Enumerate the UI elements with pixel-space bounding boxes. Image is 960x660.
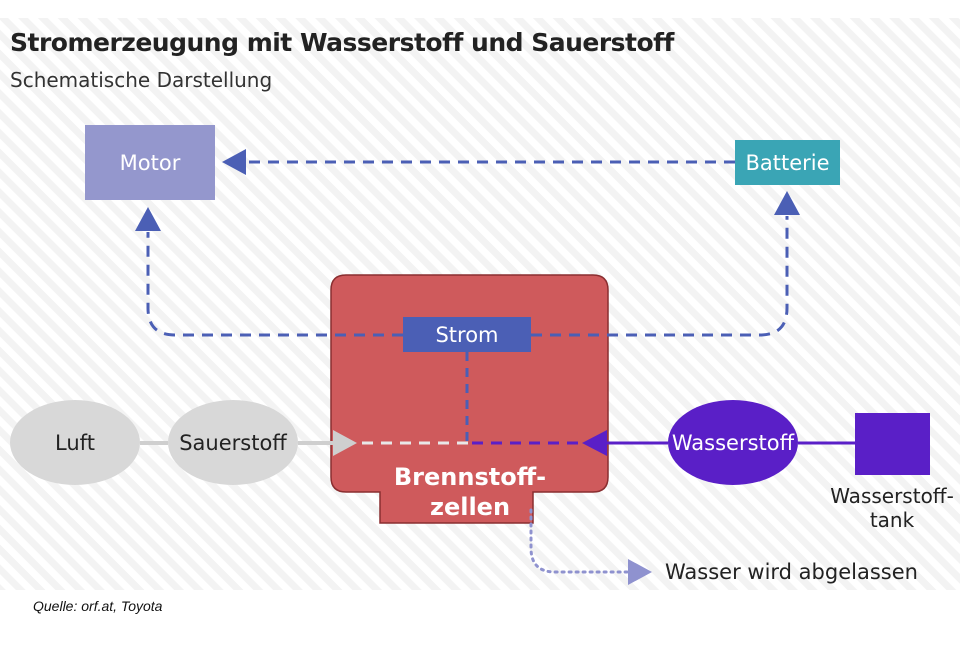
hydrogen-arrowhead xyxy=(582,430,607,456)
strom-to-battery-line xyxy=(531,216,789,337)
page-subtitle: Schematische Darstellung xyxy=(10,68,273,92)
arrowhead-up-motor xyxy=(135,207,161,231)
air-node: Luft xyxy=(10,400,140,485)
strom-to-motor-line xyxy=(146,232,403,337)
water-arrowhead xyxy=(628,559,652,585)
arrowhead-up-battery xyxy=(774,191,800,215)
water-outlet-line xyxy=(529,508,629,574)
fuel-cell-block xyxy=(330,274,609,524)
oxygen-node: Sauerstoff xyxy=(168,400,298,485)
hydrogen-node: Wasserstoff xyxy=(668,400,798,485)
hydrogen-tank-box xyxy=(855,413,930,475)
page-title: Stromerzeugung mit Wasserstoff und Sauer… xyxy=(10,28,674,57)
motor-node: Motor xyxy=(85,125,215,200)
arrowhead-to-motor xyxy=(222,149,246,175)
strom-node: Strom xyxy=(403,317,531,352)
oxygen-arrowhead xyxy=(333,430,357,456)
fuel-cell-label: Brennstoff- zellen xyxy=(393,463,547,521)
source-note: Quelle: orf.at, Toyota xyxy=(33,598,163,614)
water-label: Wasser wird abgelassen xyxy=(665,560,918,584)
battery-node: Batterie xyxy=(735,140,840,185)
hydrogen-tank-label: Wasserstoff- tank xyxy=(830,484,954,532)
